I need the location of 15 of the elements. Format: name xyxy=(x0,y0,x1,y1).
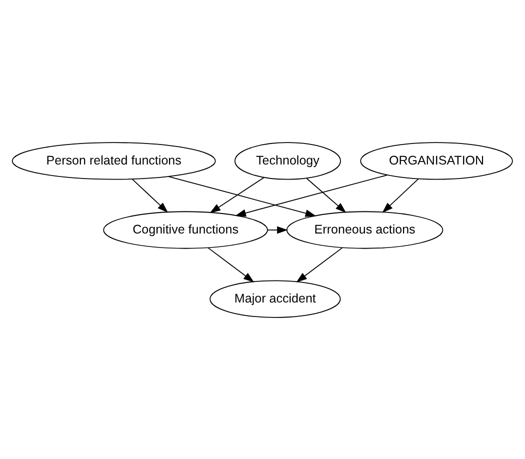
arrow xyxy=(168,176,316,216)
node-ellipse: Person related functions xyxy=(12,142,216,180)
arrow xyxy=(306,178,346,212)
node-ellipse: Erroneous actions xyxy=(286,210,444,248)
node-ellipse: Cognitive functions xyxy=(103,210,268,248)
arrow xyxy=(235,174,388,216)
node-ellipse: ORGANISATION xyxy=(360,142,513,180)
arrow xyxy=(382,178,419,212)
node-ellipse: Technology xyxy=(234,142,341,180)
arrow xyxy=(296,246,343,282)
arrow xyxy=(132,178,168,212)
node-ellipse: Major accident xyxy=(210,280,341,318)
arrow xyxy=(207,246,254,282)
arrow xyxy=(267,226,288,234)
arrow xyxy=(210,176,264,213)
